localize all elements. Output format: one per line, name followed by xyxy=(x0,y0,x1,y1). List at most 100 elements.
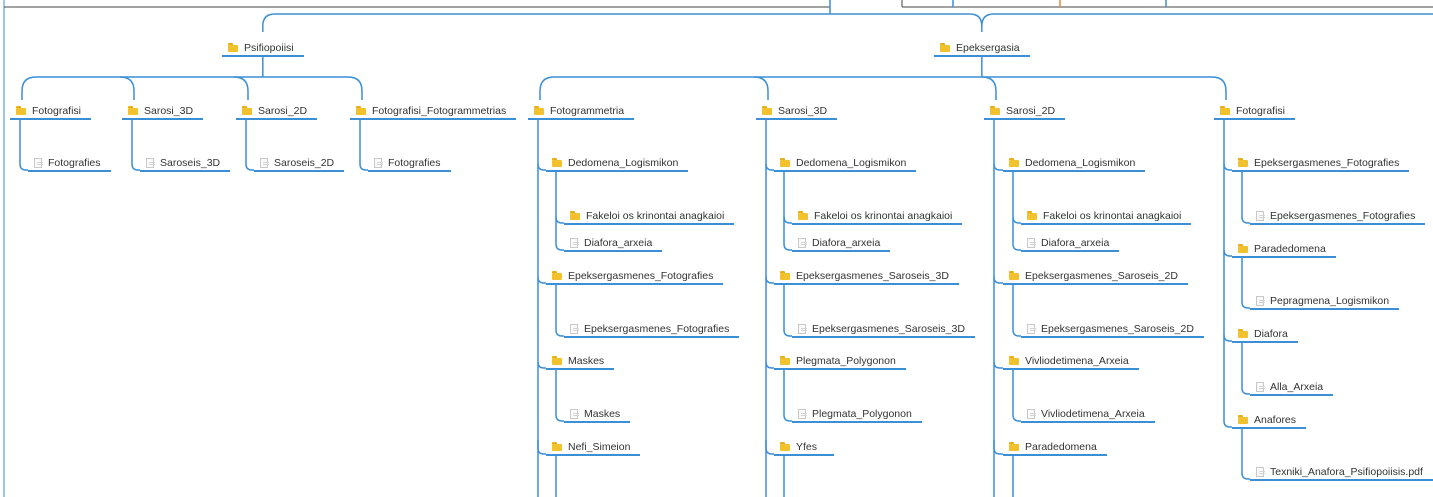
node-underline xyxy=(546,283,724,285)
node-fakeloi[interactable]: Fakeloi os krinontai anagkaioi xyxy=(1027,207,1181,225)
node-label: Yfes xyxy=(796,441,818,453)
node-sarosi-3d[interactable]: Sarosi_3D xyxy=(128,102,193,120)
node-label: Anafores xyxy=(1254,414,1297,426)
node-fakeloi[interactable]: Fakeloi os krinontai anagkaioi xyxy=(570,207,724,225)
folder-icon xyxy=(128,106,138,115)
node-diafora-arxeia[interactable]: Diafora_arxeia xyxy=(570,234,652,252)
node-epeksergasmenes-fotografies-file[interactable]: Epeksergasmenes_Fotografies xyxy=(1256,207,1415,225)
node-label: Paradedomena xyxy=(1025,441,1097,453)
node-underline xyxy=(984,118,1066,120)
node-epeksergasmenes-saroseis-3d-file[interactable]: Epeksergasmenes_Saroseis_3D xyxy=(798,320,965,338)
node-label: Plegmata_Polygonon xyxy=(796,355,896,367)
folder-icon xyxy=(1027,211,1037,220)
node-epeksergasia[interactable]: Epeksergasia xyxy=(940,39,1020,57)
node-underline xyxy=(1021,250,1120,252)
node-epeksergasmenes-saroseis-2d[interactable]: Epeksergasmenes_Saroseis_2D xyxy=(1009,267,1178,285)
node-underline xyxy=(1003,368,1139,370)
node-epeksergasmenes-fotografies-file[interactable]: Epeksergasmenes_Fotografies xyxy=(570,320,729,338)
node-alla-arxeia[interactable]: Alla_Arxeia xyxy=(1256,378,1323,396)
node-underline xyxy=(1250,308,1400,310)
node-label: Fotogrammetria xyxy=(550,105,625,117)
node-dedomena-logismikon[interactable]: Dedomena_Logismikon xyxy=(1009,154,1135,172)
node-fotogrammetria[interactable]: Fotogrammetria xyxy=(534,102,624,120)
node-label: Epeksergasia xyxy=(956,42,1020,54)
node-psifiopoiisi[interactable]: Psifiopoiisi xyxy=(228,39,294,57)
node-underline xyxy=(546,170,689,172)
file-icon xyxy=(1027,238,1036,248)
node-underline xyxy=(756,118,838,120)
node-sarosi-2d[interactable]: Sarosi_2D xyxy=(990,102,1055,120)
node-vivliodetimena-arxeia-file[interactable]: Vivliodetimena_Arxeia xyxy=(1027,405,1145,423)
node-diafora[interactable]: Diafora xyxy=(1238,325,1288,343)
node-epeksergasmenes-fotografies[interactable]: Epeksergasmenes_Fotografies xyxy=(1238,154,1399,172)
node-saroseis-2d[interactable]: Saroseis_2D xyxy=(260,154,334,172)
folder-icon xyxy=(552,271,562,280)
node-label: Alla_Arxeia xyxy=(1270,381,1324,393)
node-sarosi-3d[interactable]: Sarosi_3D xyxy=(762,102,827,120)
folder-icon xyxy=(1238,415,1248,424)
node-underline xyxy=(140,170,231,172)
folder-icon xyxy=(780,271,790,280)
node-underline xyxy=(564,336,740,338)
node-epeksergasmenes-saroseis-2d-file[interactable]: Epeksergasmenes_Saroseis_2D xyxy=(1027,320,1194,338)
node-yfes[interactable]: Yfes xyxy=(780,438,817,456)
node-fotografisi[interactable]: Fotografisi xyxy=(16,102,81,120)
node-dedomena-logismikon[interactable]: Dedomena_Logismikon xyxy=(552,154,678,172)
node-underline xyxy=(564,421,631,423)
node-label: Epeksergasmenes_Saroseis_3D xyxy=(812,323,965,335)
folder-icon xyxy=(1009,158,1019,167)
file-icon xyxy=(1256,211,1265,221)
node-paradedomena[interactable]: Paradedomena xyxy=(1238,240,1326,258)
node-sarosi-2d[interactable]: Sarosi_2D xyxy=(242,102,307,120)
node-label: Epeksergasmenes_Fotografies xyxy=(584,323,730,335)
file-icon xyxy=(260,158,269,168)
node-nefi-simeion[interactable]: Nefi_Simeion xyxy=(552,438,630,456)
node-underline xyxy=(1021,223,1192,225)
folder-icon xyxy=(762,106,772,115)
node-label: Psifiopoiisi xyxy=(244,42,294,54)
node-maskes[interactable]: Maskes xyxy=(552,352,604,370)
node-paradedomena[interactable]: Paradedomena xyxy=(1009,438,1097,456)
node-label: Epeksergasmenes_Saroseis_2D xyxy=(1025,270,1178,282)
node-fotografisi[interactable]: Fotografisi xyxy=(1220,102,1285,120)
node-underline xyxy=(1232,256,1336,258)
file-icon xyxy=(374,158,383,168)
node-label: Sarosi_3D xyxy=(144,105,194,117)
node-texniki-anafora[interactable]: Texniki_Anafora_Psifiopoiisis.pdf xyxy=(1256,463,1423,481)
node-fotografisi-fotogrammetrias[interactable]: Fotografisi_Fotogrammetrias xyxy=(356,102,506,120)
node-underline xyxy=(792,250,891,252)
node-underline xyxy=(1003,454,1107,456)
node-underline xyxy=(122,118,204,120)
node-maskes-file[interactable]: Maskes xyxy=(570,405,620,423)
node-fakeloi[interactable]: Fakeloi os krinontai anagkaioi xyxy=(798,207,952,225)
folder-icon xyxy=(780,158,790,167)
node-label: Maskes xyxy=(584,408,621,420)
node-fotografies[interactable]: Fotografies xyxy=(34,154,101,172)
node-plegmata-polygonon-file[interactable]: Plegmata_Polygonon xyxy=(798,405,912,423)
node-label: Vivliodetimena_Arxeia xyxy=(1025,355,1129,367)
node-underline xyxy=(792,421,922,423)
folder-icon xyxy=(16,106,26,115)
node-vivliodetimena-arxeia[interactable]: Vivliodetimena_Arxeia xyxy=(1009,352,1129,370)
node-label: Vivliodetimena_Arxeia xyxy=(1041,408,1145,420)
node-underline xyxy=(792,223,963,225)
node-diafora-arxeia[interactable]: Diafora_arxeia xyxy=(1027,234,1109,252)
node-underline xyxy=(1232,170,1410,172)
node-underline xyxy=(934,55,1030,57)
node-pepragmena-logismikon[interactable]: Pepragmena_Logismikon xyxy=(1256,292,1389,310)
file-icon xyxy=(570,324,579,334)
node-label: Dedomena_Logismikon xyxy=(796,157,907,169)
node-label: Dedomena_Logismikon xyxy=(1025,157,1136,169)
node-diafora-arxeia[interactable]: Diafora_arxeia xyxy=(798,234,880,252)
node-dedomena-logismikon[interactable]: Dedomena_Logismikon xyxy=(780,154,906,172)
node-epeksergasmenes-saroseis-3d[interactable]: Epeksergasmenes_Saroseis_3D xyxy=(780,267,949,285)
node-anafores[interactable]: Anafores xyxy=(1238,411,1296,429)
node-saroseis-3d[interactable]: Saroseis_3D xyxy=(146,154,220,172)
node-underline xyxy=(546,368,615,370)
node-plegmata-polygonon[interactable]: Plegmata_Polygonon xyxy=(780,352,896,370)
node-underline xyxy=(1232,427,1307,429)
node-epeksergasmenes-fotografies[interactable]: Epeksergasmenes_Fotografies xyxy=(552,267,713,285)
node-underline xyxy=(222,55,304,57)
node-label: Epeksergasmenes_Fotografies xyxy=(1254,157,1400,169)
node-fotografies[interactable]: Fotografies xyxy=(374,154,441,172)
